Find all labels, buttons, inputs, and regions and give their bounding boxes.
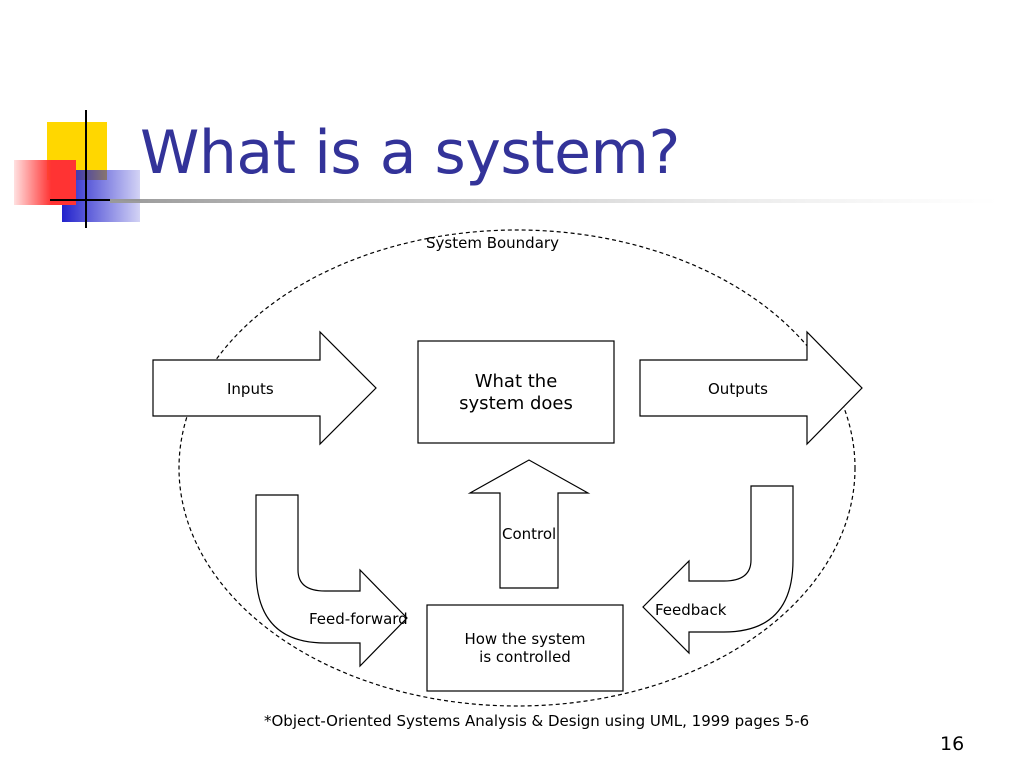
feedback-label: Feedback: [655, 601, 727, 619]
feedforward-label: Feed-forward: [309, 610, 408, 628]
system-boundary-label: System Boundary: [426, 234, 559, 252]
control-label: Control: [502, 525, 557, 543]
control-arrow: [467, 459, 591, 589]
process-box-text: What the system does: [418, 371, 614, 414]
feedback-arrow: [642, 485, 794, 655]
citation-footnote: *Object-Oriented Systems Analysis & Desi…: [264, 712, 810, 730]
feedforward-arrow: [255, 494, 408, 668]
inputs-label: Inputs: [227, 380, 274, 398]
red-square: [14, 160, 76, 205]
controller-box-text: How the system is controlled: [427, 630, 623, 666]
controller-box-line1: How the system: [464, 630, 586, 648]
inputs-arrow: [152, 330, 377, 446]
outputs-label: Outputs: [708, 380, 768, 398]
process-box-line2: system does: [459, 392, 573, 414]
system-boundary-ellipse: [178, 229, 856, 707]
title-underline: [110, 199, 1000, 203]
process-box-line1: What the: [474, 371, 558, 392]
outputs-arrow: [639, 330, 863, 446]
controller-box-line2: is controlled: [479, 648, 571, 666]
page-number: 16: [940, 733, 965, 755]
controller-box: [426, 604, 624, 692]
title-decoration: [14, 110, 140, 228]
process-box: [417, 340, 615, 444]
slide-title: What is a system?: [140, 118, 680, 188]
